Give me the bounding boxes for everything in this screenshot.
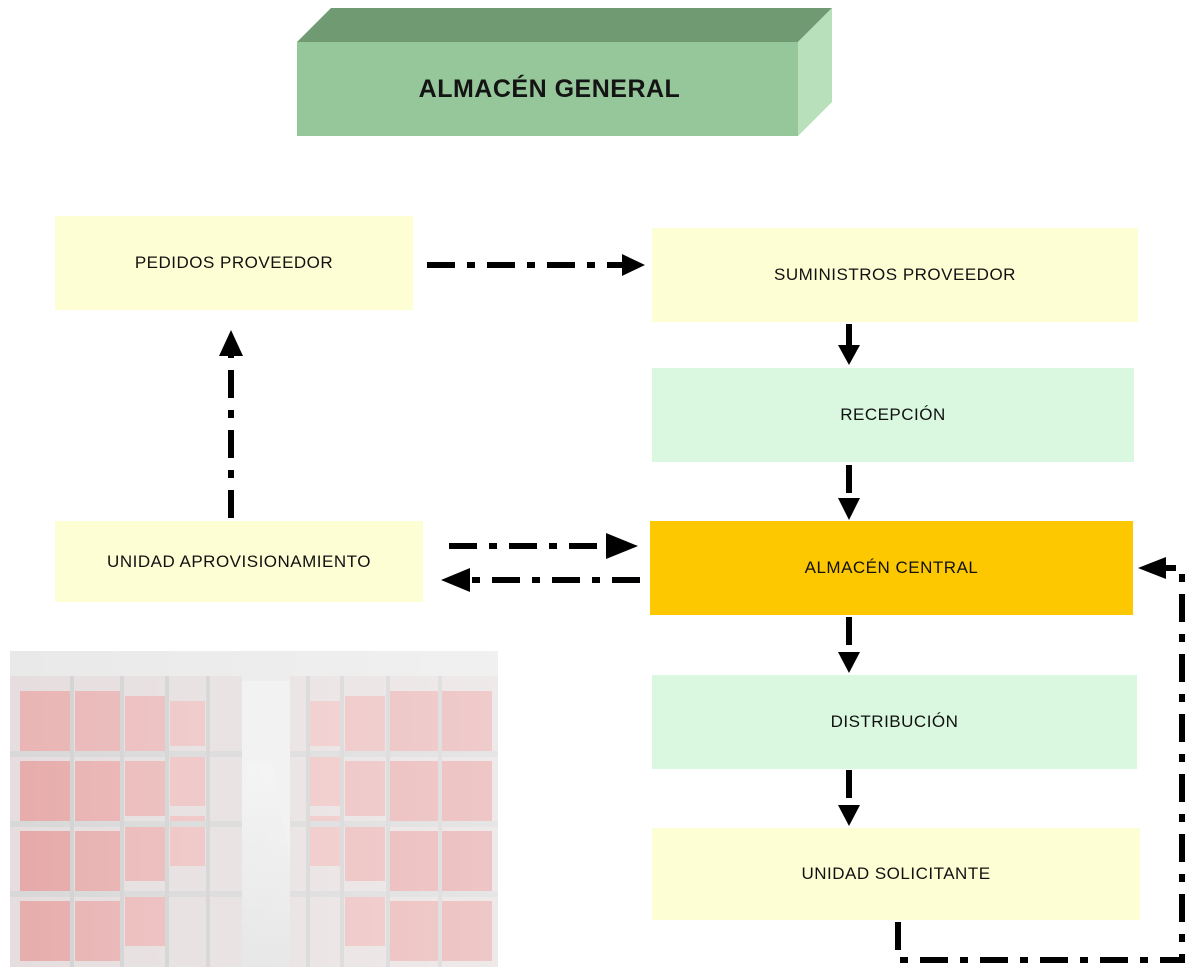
arrowhead-aprovisionamiento	[441, 568, 470, 592]
node-distribucion: DISTRIBUCIÓN	[652, 675, 1137, 769]
node-label: RECEPCIÓN	[840, 405, 946, 424]
arrowhead-pedidos	[219, 330, 243, 356]
title-block-side	[798, 8, 832, 136]
arrowhead-suministros	[622, 254, 645, 276]
arrow-solicitante-to-almacen	[895, 565, 1185, 963]
node-recepcion: RECEPCIÓN	[652, 368, 1134, 462]
node-label: ALMACÉN CENTRAL	[804, 558, 979, 577]
title-block-top	[297, 8, 832, 42]
node-label: SUMINISTROS PROVEEDOR	[774, 265, 1016, 284]
arrowhead-almacen-from-solicitante	[1138, 557, 1166, 579]
node-label: PEDIDOS PROVEEDOR	[134, 253, 334, 272]
node-suministros-proveedor: SUMINISTROS PROVEEDOR	[652, 228, 1138, 322]
node-label: UNIDAD SOLICITANTE	[801, 864, 991, 883]
diagram-title: ALMACÉN GENERAL	[418, 74, 681, 103]
title-block-front	[297, 42, 798, 136]
arrowhead-solicitante	[838, 805, 860, 826]
arrowhead-recepcion	[838, 345, 860, 365]
arrowhead-almacen-from-recepcion	[838, 498, 860, 520]
title-3d-block	[297, 8, 832, 136]
node-label: DISTRIBUCIÓN	[830, 712, 959, 731]
node-label: UNIDAD APROVISIONAMIENTO	[107, 551, 371, 571]
warehouse-shelves-photo	[10, 651, 498, 967]
node-pedidos-proveedor: PEDIDOS PROVEEDOR	[55, 216, 413, 310]
arrowhead-almacen-from-aprovisionamiento	[606, 533, 638, 559]
node-unidad-aprovisionamiento: UNIDAD APROVISIONAMIENTO	[55, 521, 423, 602]
node-almacen-central: ALMACÉN CENTRAL	[650, 521, 1133, 615]
arrowhead-distribucion	[838, 652, 860, 673]
node-unidad-solicitante: UNIDAD SOLICITANTE	[652, 828, 1140, 920]
